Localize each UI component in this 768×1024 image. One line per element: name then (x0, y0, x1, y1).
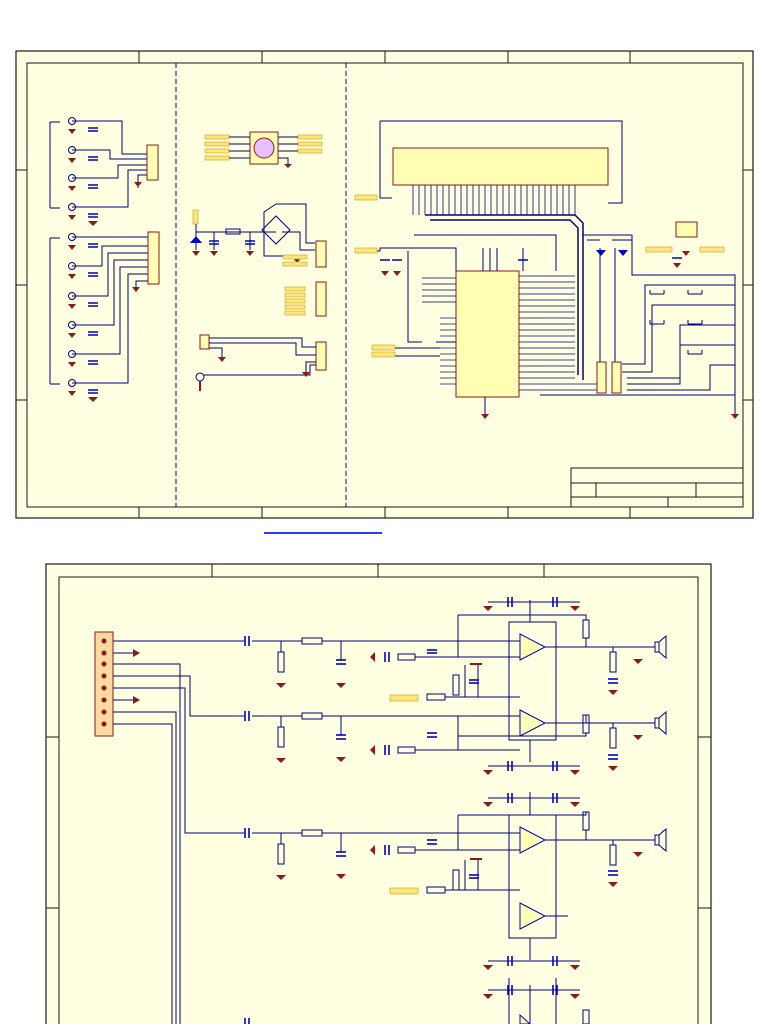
input-connector (94, 631, 114, 737)
connector-j1 (146, 144, 159, 181)
capacitors (244, 597, 618, 1024)
zone-ticks (46, 564, 711, 909)
connector-j5 (315, 341, 327, 371)
speaker-icons (654, 634, 667, 853)
schematic-sheet-top (15, 50, 754, 519)
ground-symbols (276, 606, 643, 999)
sheet-outer-border (15, 50, 754, 519)
op-amp-triangles (519, 633, 547, 1024)
bridge-rectifier (261, 215, 291, 245)
resistors (277, 619, 617, 1024)
schematic-sheet-bottom (45, 563, 712, 1024)
middle-power-section (190, 131, 327, 391)
connector-j3 (315, 240, 327, 268)
voltage-regulator (675, 221, 698, 238)
mcu-chip (455, 270, 520, 398)
right-mcu-section (354, 120, 739, 419)
connector-pins (101, 638, 140, 727)
lcd-display (392, 147, 609, 186)
net-labels (389, 694, 419, 895)
left-jack-section (49, 117, 160, 402)
title-block (570, 467, 744, 508)
page-link-divider (264, 532, 382, 534)
amp-wiring (113, 600, 655, 1024)
connector-j4 (315, 281, 327, 317)
ir-receiver (199, 334, 210, 350)
sheet-outer-border (45, 563, 712, 1024)
connector-j2 (147, 231, 160, 285)
zone-ticks (16, 51, 753, 518)
